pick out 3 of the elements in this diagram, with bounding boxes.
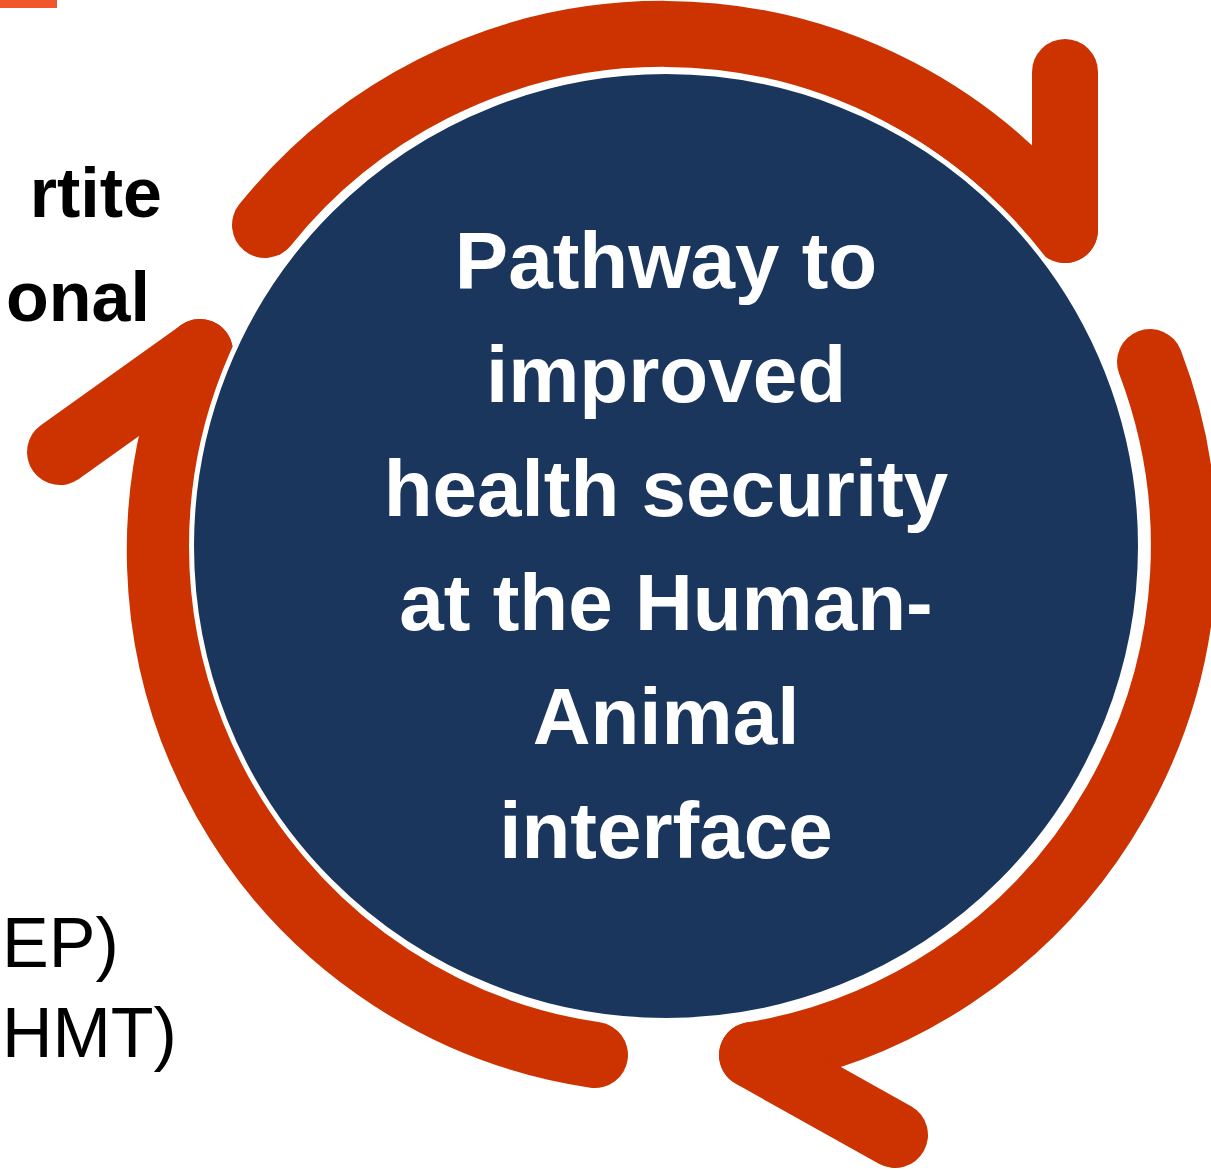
text-fragment: onal bbox=[6, 262, 150, 332]
node-text: Pathway to improved health security at the Human-Animal interface bbox=[382, 215, 950, 877]
text-fragment: rtite bbox=[29, 158, 162, 228]
